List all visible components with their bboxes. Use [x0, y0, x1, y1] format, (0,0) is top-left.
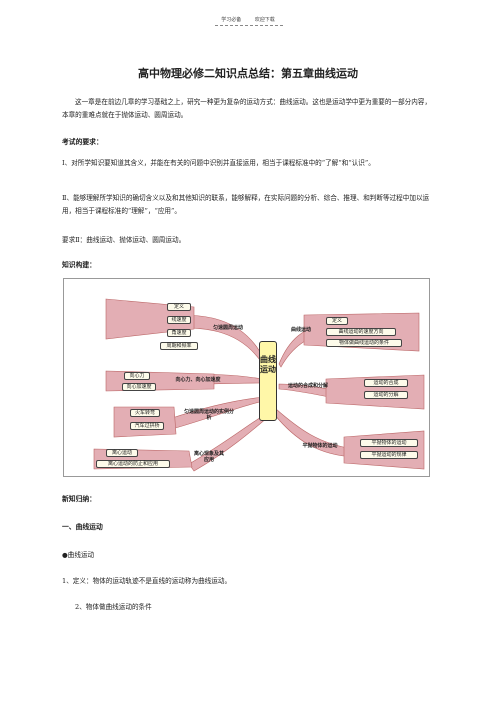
structure-heading: 知识构建：: [62, 261, 96, 269]
requirement-2: Ⅱ、能够理解所学知识的确切含义以及和其他知识的联系，能够解释，在实际问题的分析、…: [62, 194, 430, 215]
page-title: 高中物理必修二知识点总结：第五章曲线运动: [138, 67, 358, 80]
bl-item-1: 汽车过拱桥: [130, 422, 164, 430]
new-knowledge-heading: 新知归纳：: [62, 495, 96, 503]
tr-node: 曲线运动: [290, 327, 311, 333]
ml-node: 向心力、向心加速度: [175, 377, 221, 383]
ml-item-0: 向心力: [124, 372, 150, 380]
definition-1: 1、定义：物体的运动轨迹不是直线的运动称为曲线运动。: [62, 577, 232, 585]
bb-item-0: 离心运动: [106, 449, 138, 457]
condition-2: 2、物体做曲线运动的条件: [75, 603, 152, 611]
br-item-1: 平抛运动的规律: [360, 451, 418, 459]
tl-node: 匀速圆周运动: [212, 325, 243, 331]
section-1-heading: 一、曲线运动: [62, 523, 103, 531]
tl-item-3: 周期和频率: [160, 342, 198, 350]
exam-heading: 考试的要求：: [62, 138, 103, 146]
bl-node: 匀速圆周运动的实例分析: [184, 409, 235, 421]
page-header: 学习必备 欢迎下载: [0, 16, 496, 23]
bl-item-0: 火车转弯: [130, 409, 160, 417]
intro-paragraph: 这一章是在前边几章的学习基础之上，研究一种更为复杂的运动方式：曲线运动。这也是运…: [62, 98, 432, 119]
tr-item-0: 定义: [326, 317, 348, 325]
mindmap-center: 曲线运动: [259, 341, 277, 421]
tl-item-1: 线速度: [167, 316, 191, 324]
bullet-curve-motion: ●曲线运动: [62, 551, 95, 559]
tr-item-2: 物体做曲线运动的条件: [326, 339, 402, 347]
bb-item-1: 离心运动的防止和应用: [96, 460, 170, 468]
requirement-3: 要求Ⅱ：曲线运动、抛体运动、圆周运动。: [62, 236, 186, 244]
header-right: 欢迎下载: [254, 17, 275, 23]
header-underline: [215, 25, 283, 26]
br-item-0: 平抛物体的运动: [360, 439, 418, 447]
header-left: 学习必备: [221, 17, 242, 23]
tl-item-2: 角速度: [167, 329, 191, 337]
knowledge-mindmap: 定义 线速度 角速度 周期和频率 匀速圆周运动 向心力 向心加速度 向心力、向心…: [63, 278, 430, 477]
ml-item-1: 向心加速度: [122, 383, 156, 391]
mr-item-1: 运动的分解: [364, 391, 408, 399]
tr-item-1: 曲线运动的速度方向: [326, 328, 396, 336]
mr-item-0: 运动的合成: [364, 379, 408, 387]
tl-item-0: 定义: [167, 303, 191, 311]
bb-node: 离心现象及其应用: [193, 451, 224, 463]
mr-node: 运动的合成和分解: [287, 383, 328, 389]
br-node: 平抛物体的运动: [302, 443, 338, 449]
requirement-1: Ⅰ、对所学知识要知道其含义，并能在有关的问题中识别并直接运用，相当于课程标准中的…: [62, 159, 375, 167]
